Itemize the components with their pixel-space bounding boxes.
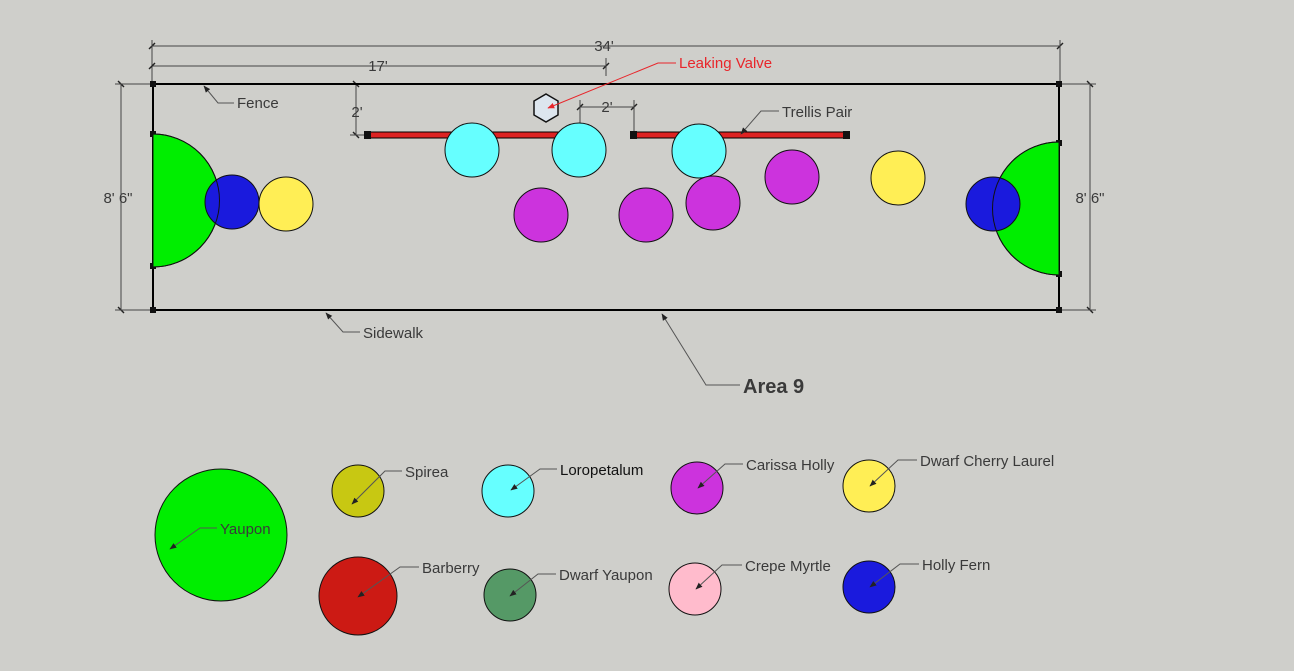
dimension-half-width: 17' <box>148 58 610 76</box>
holly-fern-left <box>204 174 260 230</box>
legend-spirea-label: Spirea <box>405 464 449 481</box>
area-label: Area 9 <box>743 376 804 398</box>
dimension-label-34: 34' <box>594 38 614 55</box>
trellis-right <box>630 131 850 139</box>
legend-dwarf-cherry-laurel-label: Dwarf Cherry Laurel <box>920 453 1054 470</box>
dimension-right-depth: 8' 6" <box>1060 80 1105 314</box>
carissa-holly-3 <box>685 175 741 231</box>
fence-label: Fence <box>237 95 279 112</box>
legend-crepe-myrtle: Crepe Myrtle <box>668 558 831 616</box>
dimension-label-17: 17' <box>368 58 388 75</box>
dimension-label-2ft-horizontal: 2' <box>601 99 612 116</box>
legend: Yaupon Spirea Loropetalum Carissa Holly … <box>154 453 1054 636</box>
dwarf-cherry-laurel-right <box>870 150 926 206</box>
fence-callout: Fence <box>203 85 279 112</box>
legend-barberry: Barberry <box>318 556 480 636</box>
leaking-valve-callout: Leaking Valve <box>547 55 772 109</box>
trellis-label: Trellis Pair <box>782 104 852 121</box>
sidewalk-label: Sidewalk <box>363 325 424 342</box>
sidewalk-callout: Sidewalk <box>325 312 424 342</box>
yaupon-left-overlap-outline <box>152 133 220 268</box>
legend-spirea: Spirea <box>331 464 449 518</box>
legend-loropetalum-label: Loropetalum <box>560 462 643 479</box>
legend-dwarf-cherry-laurel: Dwarf Cherry Laurel <box>842 453 1054 513</box>
dimension-trellis-offset: 2' <box>350 80 368 139</box>
dwarf-cherry-laurel-left <box>258 176 314 232</box>
loropetalum-2 <box>551 122 607 178</box>
legend-carissa-holly: Carissa Holly <box>670 457 835 515</box>
loropetalum-3 <box>671 123 727 179</box>
leaking-valve-label: Leaking Valve <box>679 55 772 72</box>
carissa-holly-2 <box>618 187 674 243</box>
trellis-callout: Trellis Pair <box>740 104 852 135</box>
dimension-label-left-depth: 8' 6" <box>103 190 132 207</box>
legend-dwarf-yaupon-label: Dwarf Yaupon <box>559 567 653 584</box>
carissa-holly-4 <box>764 149 820 205</box>
carissa-holly-1 <box>513 187 569 243</box>
leaking-valve-icon <box>533 93 559 123</box>
dimension-total-width: 34' <box>148 38 1064 84</box>
legend-holly-fern: Holly Fern <box>842 557 990 614</box>
legend-dwarf-yaupon: Dwarf Yaupon <box>483 567 653 622</box>
dimension-label-right-depth: 8' 6" <box>1075 190 1104 207</box>
legend-carissa-holly-label: Carissa Holly <box>746 457 835 474</box>
dimension-label-2ft-vertical: 2' <box>351 104 362 121</box>
yaupon-right-overlap-outline <box>992 141 1060 276</box>
legend-loropetalum: Loropetalum <box>481 462 643 518</box>
legend-crepe-myrtle-label: Crepe Myrtle <box>745 558 831 575</box>
loropetalum-1 <box>444 122 500 178</box>
legend-barberry-label: Barberry <box>422 560 480 577</box>
legend-yaupon: Yaupon <box>154 468 288 602</box>
legend-holly-fern-label: Holly Fern <box>922 557 990 574</box>
area-callout: Area 9 <box>661 313 804 398</box>
legend-yaupon-label: Yaupon <box>220 521 271 538</box>
dimension-left-depth: 8' 6" <box>103 80 152 314</box>
